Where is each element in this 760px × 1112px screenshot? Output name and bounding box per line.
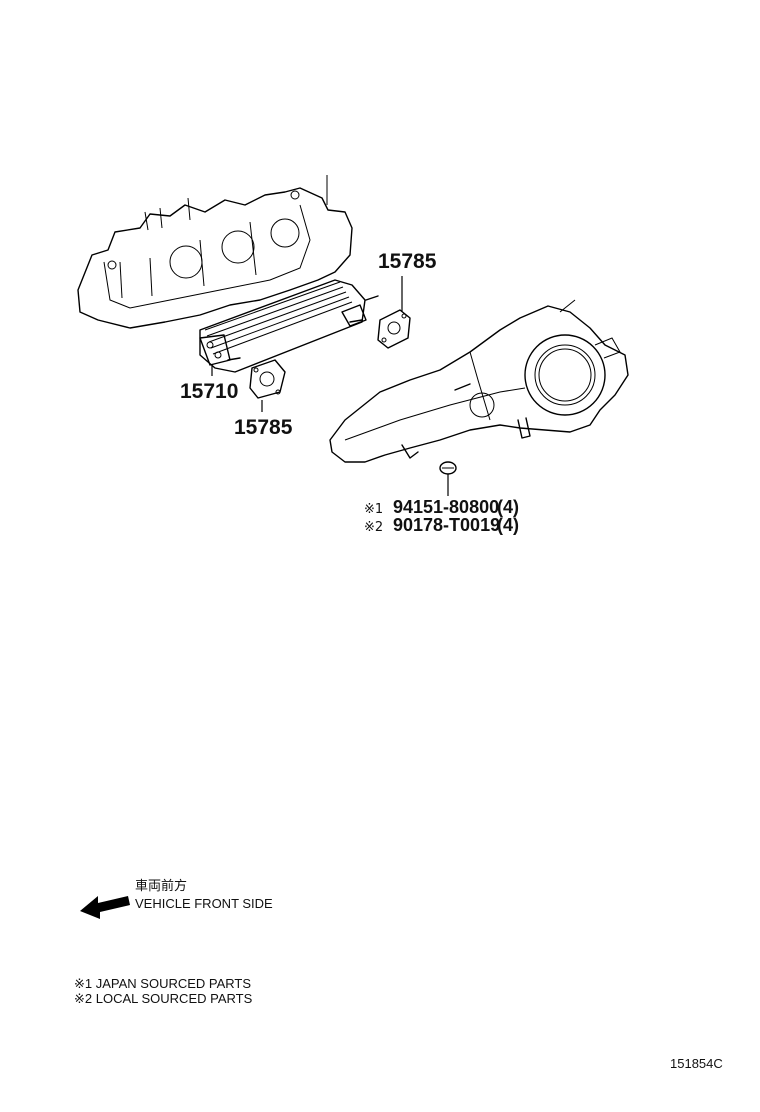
gasket-lower-illustration xyxy=(249,359,286,399)
fastener-2-qty: (4) xyxy=(497,515,519,535)
legend-item-2: ※2 LOCAL SOURCED PARTS xyxy=(74,991,253,1006)
direction-label-jp: 車両前方 xyxy=(135,878,187,893)
engine-block-illustration xyxy=(77,175,353,329)
callout-gasket-lower[interactable]: 15785 xyxy=(234,416,293,439)
fastener-2-part[interactable]: 90178-T0019 xyxy=(393,515,500,535)
fastener-1-mark: ※1 xyxy=(364,502,383,517)
callout-gasket-upper[interactable]: 15785 xyxy=(378,250,437,273)
fastener-1-qty: (4) xyxy=(497,497,519,517)
vehicle-front-arrow-icon xyxy=(80,896,130,919)
callout-oil-cooler[interactable]: 15710 xyxy=(180,380,238,403)
oil-cooler-illustration xyxy=(199,279,379,373)
legend-item-1: ※1 JAPAN SOURCED PARTS xyxy=(74,976,251,991)
direction-label-en: VEHICLE FRONT SIDE xyxy=(135,896,273,911)
housing-illustration xyxy=(329,299,629,463)
fastener-1-part[interactable]: 94151-80800 xyxy=(393,497,499,517)
bolt-illustration xyxy=(439,461,457,475)
gasket-upper-illustration xyxy=(377,309,411,349)
fastener-2-mark: ※2 xyxy=(364,520,383,535)
figure-id: 151854C xyxy=(670,1056,723,1071)
